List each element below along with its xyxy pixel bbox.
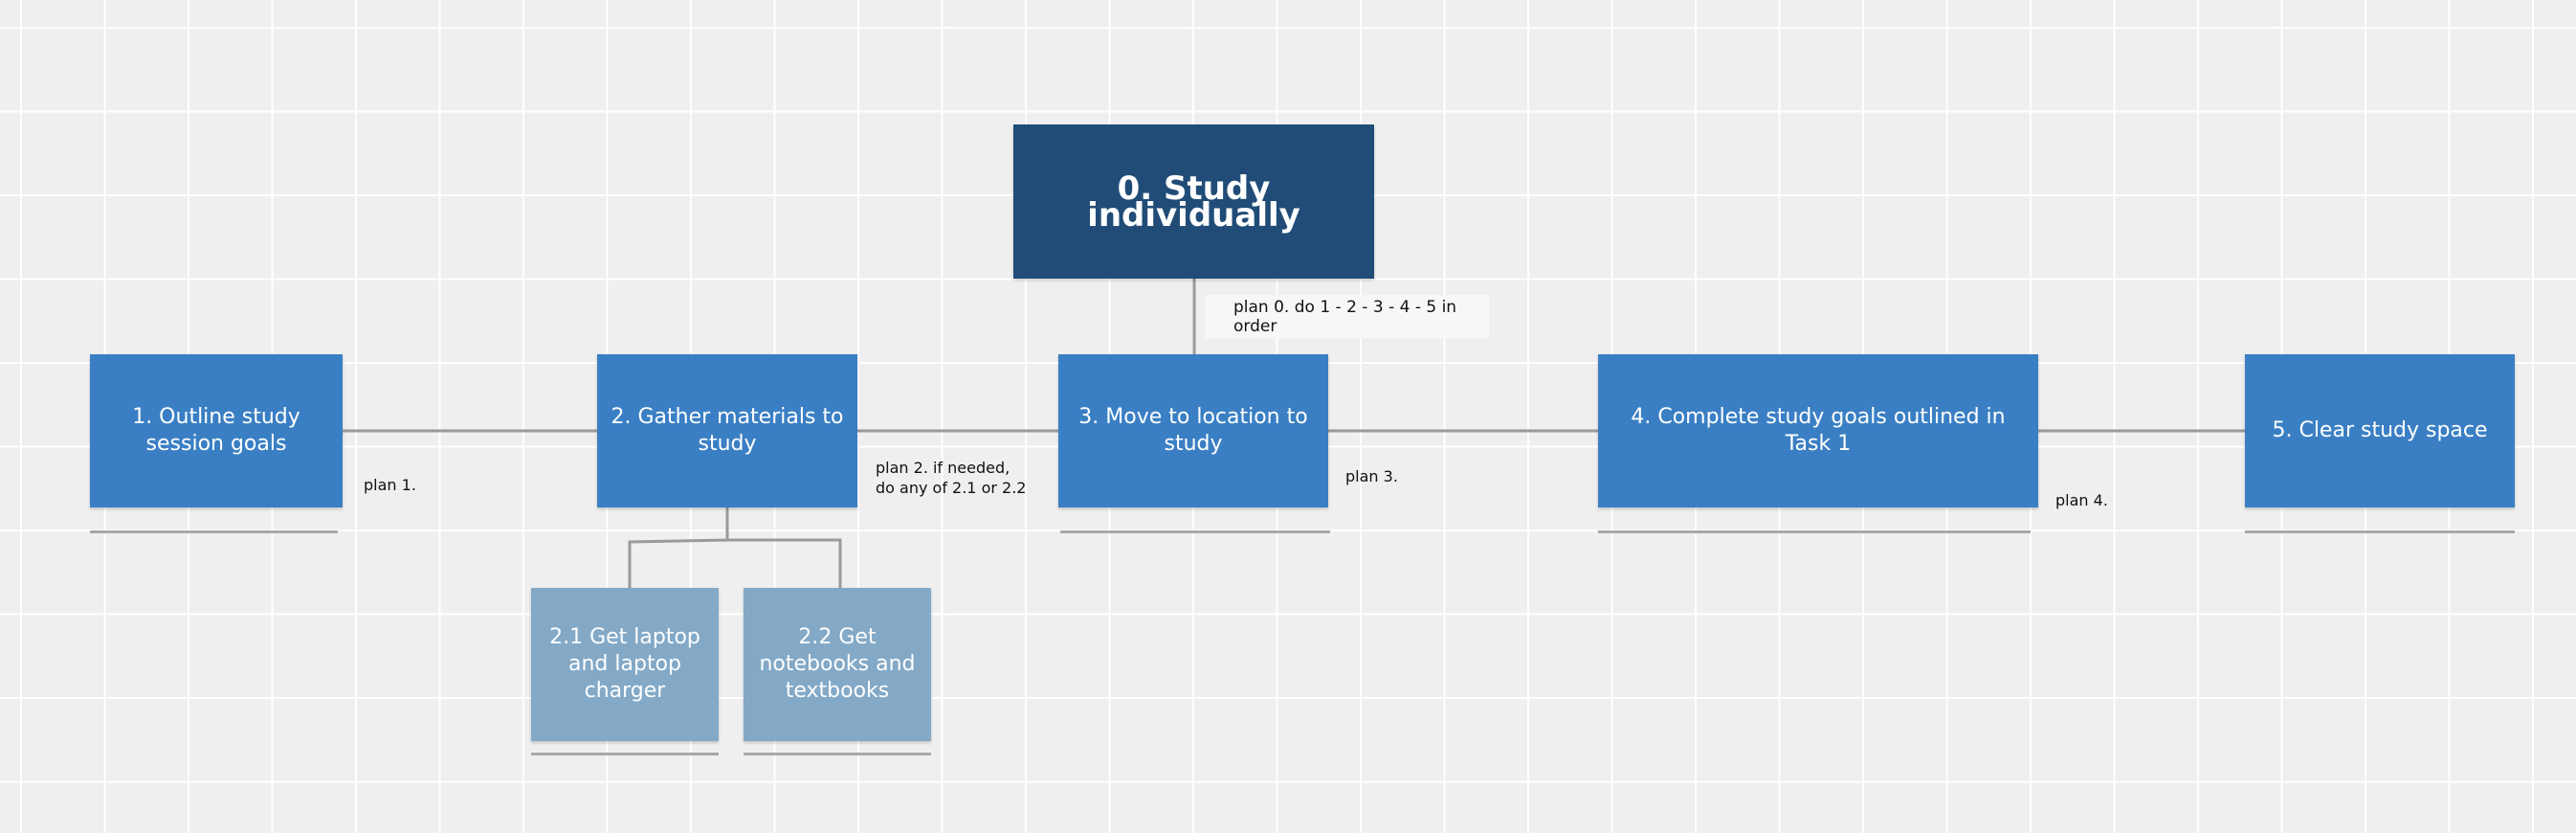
- task-plan-1: plan 1.: [364, 476, 416, 494]
- subtask-box-2-1[interactable]: 2.1 Get laptop and laptop charger: [531, 588, 719, 741]
- task-box-2[interactable]: 2. Gather materials to study: [597, 354, 857, 507]
- task-label-4: 4. Complete study goals outlined in Task…: [1631, 405, 2006, 456]
- task-plan-2: plan 2. if needed, do any of 2.1 or 2.2: [876, 458, 1026, 498]
- root-plan-label: plan 0. do 1 - 2 - 3 - 4 - 5 in order: [1233, 297, 1457, 336]
- subtask-label-2-2: 2.2 Get notebooks and textbooks: [759, 625, 916, 703]
- task-box-5[interactable]: 5. Clear study space: [2245, 354, 2515, 507]
- task-underline-3: [1060, 530, 1330, 533]
- connector-task2-sub1: [628, 507, 729, 588]
- root-task-label: 0. Study individually: [1087, 169, 1300, 235]
- task-plan-2-line-1: plan 2. if needed,: [876, 459, 1010, 477]
- subtask-label-2-1: 2.1 Get laptop and laptop charger: [549, 625, 700, 703]
- root-plan-box: plan 0. do 1 - 2 - 3 - 4 - 5 in order: [1205, 295, 1489, 338]
- task-underline-5: [2245, 530, 2515, 533]
- task-underline-4: [1598, 530, 2031, 533]
- connector-task2-sub2: [727, 538, 842, 588]
- task-label-3: 3. Move to location to study: [1078, 405, 1308, 456]
- task-plan-4: plan 4.: [2055, 491, 2108, 509]
- task-plan-3: plan 3.: [1345, 467, 1398, 485]
- task-plan-2-line-2: do any of 2.1 or 2.2: [876, 479, 1027, 497]
- subtask-underline-2-2: [744, 753, 931, 755]
- task-box-1[interactable]: 1. Outline study session goals: [90, 354, 343, 507]
- root-task-box[interactable]: 0. Study individually: [1013, 124, 1374, 279]
- subtask-underline-2-1: [531, 753, 719, 755]
- subtask-box-2-2[interactable]: 2.2 Get notebooks and textbooks: [744, 588, 931, 741]
- task-label-5: 5. Clear study space: [2272, 418, 2488, 442]
- task-label-1: 1. Outline study session goals: [132, 405, 300, 456]
- task-box-3[interactable]: 3. Move to location to study: [1058, 354, 1328, 507]
- task-label-2: 2. Gather materials to study: [611, 405, 844, 456]
- task-underline-1: [90, 530, 338, 533]
- task-box-4[interactable]: 4. Complete study goals outlined in Task…: [1598, 354, 2038, 507]
